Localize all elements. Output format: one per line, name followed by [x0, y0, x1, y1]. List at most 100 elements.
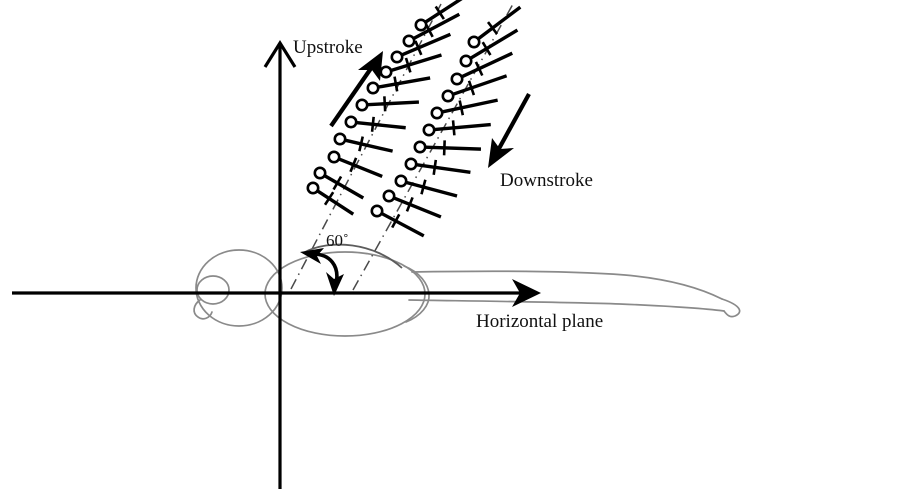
- downstroke-wing: [450, 51, 513, 86]
- bird-beak-outline: [193, 299, 213, 320]
- bird-tail-lower-outline: [408, 299, 725, 312]
- wing-bar: [377, 76, 431, 89]
- wing-bar: [434, 122, 491, 132]
- downstroke-wing: [394, 174, 458, 198]
- downstroke-arrow-head: [488, 138, 514, 168]
- wing-bar: [415, 163, 471, 175]
- wing-joint: [382, 189, 396, 203]
- downstroke-wing: [382, 189, 442, 219]
- wing-joint: [402, 34, 416, 48]
- wing-tick: [393, 76, 399, 92]
- horizontal-plane-label: Horizontal plane: [476, 311, 603, 332]
- wing-tick: [486, 21, 499, 35]
- wing-joint: [306, 181, 320, 195]
- wing-tick: [458, 100, 465, 116]
- wing-bar: [405, 180, 458, 198]
- wing-bar: [344, 138, 394, 153]
- wing-joint: [430, 106, 444, 120]
- downstroke-wing: [441, 74, 508, 103]
- wing-joint: [394, 174, 408, 188]
- downstroke-arrow-shaft: [494, 92, 531, 156]
- bird-tail-upper-outline: [411, 270, 723, 300]
- wing-tick: [405, 196, 414, 212]
- downstroke-wing: [370, 204, 425, 238]
- wing-tick: [474, 61, 484, 77]
- downstroke-wing: [430, 98, 499, 120]
- wing-bar: [390, 53, 442, 73]
- wing-joint: [379, 65, 393, 79]
- wing-joint: [355, 98, 369, 112]
- wing-bar: [393, 196, 442, 219]
- upstroke-wing: [306, 181, 355, 216]
- upstroke-wing: [414, 0, 463, 32]
- wing-tick: [323, 191, 335, 206]
- wing-tick: [358, 136, 364, 152]
- downstroke-wing: [422, 120, 491, 137]
- wing-bar: [469, 28, 519, 60]
- wing-bar: [355, 120, 406, 130]
- wing-bar: [338, 157, 383, 179]
- stroke-angle-label: 60˚: [326, 231, 349, 250]
- downstroke-label: Downstroke: [500, 170, 593, 191]
- upstroke-arrow-shaft: [329, 62, 376, 128]
- axes-group: [12, 39, 541, 489]
- wing-bar: [380, 211, 425, 238]
- stroke-angle-arrowhead-upper: [300, 248, 324, 264]
- upstroke-arrow-head: [358, 51, 383, 81]
- wing-bar: [452, 74, 508, 96]
- wing-joint: [414, 18, 428, 32]
- wing-tick: [481, 41, 492, 56]
- upstroke-wing: [333, 132, 394, 153]
- stroke-angle-arrowhead-lower: [326, 272, 344, 296]
- bird-eye-outline: [196, 275, 230, 305]
- wing-tick: [332, 175, 343, 191]
- wing-bar: [323, 174, 365, 200]
- wing-joint: [390, 50, 404, 64]
- wing-joint: [441, 89, 455, 103]
- upstroke-label: Upstroke: [293, 37, 363, 58]
- wing-joint: [327, 150, 341, 164]
- wing-joint: [404, 157, 418, 171]
- wing-bar: [477, 5, 522, 41]
- wing-tick: [383, 96, 387, 112]
- wing-bar: [412, 12, 461, 41]
- upstroke-wing: [379, 53, 442, 79]
- stroke-angle-arc: [302, 243, 403, 269]
- bird-tail-tip-outline: [721, 298, 741, 318]
- upstroke-wing: [366, 76, 431, 95]
- wing-joint: [370, 204, 384, 218]
- downstroke-wing: [404, 157, 471, 175]
- horizontal-axis-arrowhead: [512, 279, 541, 307]
- wing-bar: [367, 100, 420, 107]
- wing-tick: [434, 5, 445, 20]
- upstroke-wing: [313, 166, 365, 200]
- wing-tick: [404, 57, 412, 73]
- upstroke-wing: [390, 32, 452, 64]
- downstroke-wing: [467, 5, 522, 49]
- downstroke-wing: [413, 140, 482, 156]
- wing-tick: [370, 116, 375, 132]
- wing-tick: [349, 157, 358, 173]
- vertical-axis-arrowhead: [263, 39, 297, 68]
- stroke-direction-arrows: [329, 51, 531, 168]
- wing-bar: [316, 189, 355, 216]
- stroke-angle-indicator: [300, 243, 403, 296]
- wing-joint: [450, 72, 464, 86]
- wing-bar: [424, 0, 463, 24]
- wing-joint: [459, 54, 473, 68]
- wing-joint: [366, 81, 380, 95]
- downstroke-wing: [459, 28, 519, 68]
- wing-tick: [391, 213, 401, 229]
- wing-joint: [333, 132, 347, 146]
- wing-bar: [425, 145, 482, 151]
- wing-joint: [344, 115, 358, 129]
- upstroke-wing: [327, 150, 383, 179]
- wing-tick: [451, 120, 456, 136]
- wing-tick: [420, 179, 427, 195]
- wing-joint: [422, 123, 436, 137]
- wing-bar: [441, 98, 499, 114]
- wing-joint: [413, 140, 427, 154]
- wing-tick: [467, 80, 476, 96]
